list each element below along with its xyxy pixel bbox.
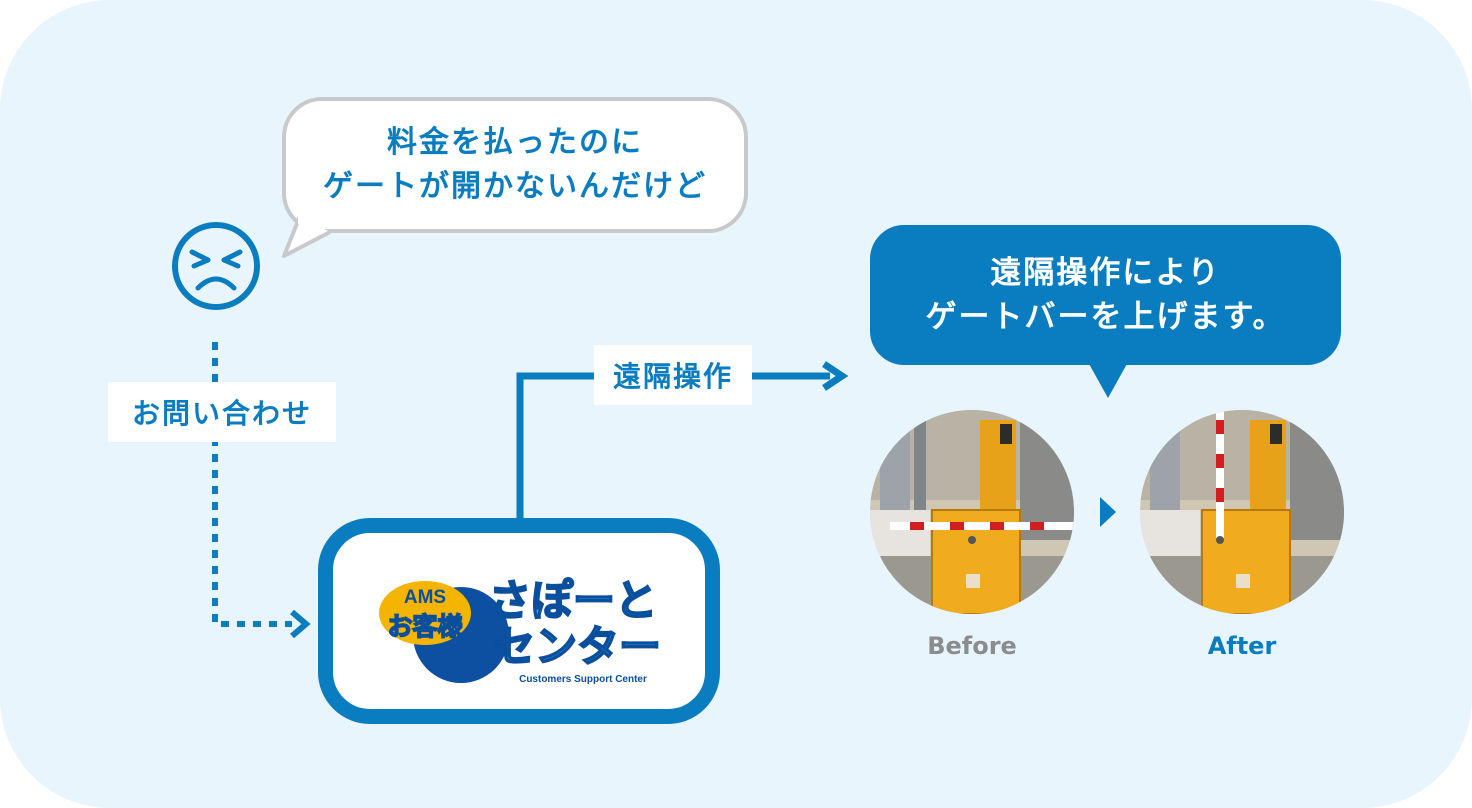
logo-okyakusama-text: お客様	[387, 612, 463, 641]
operator-speech-bubble: 遠隔操作により ゲートバーを上げます。	[870, 225, 1341, 365]
customer-message-line2: ゲートが開かないんだけど	[323, 169, 707, 204]
remote-operation-label: 遠隔操作	[594, 345, 752, 405]
logo-ams-text: AMS	[404, 587, 446, 608]
operator-bubble-tail	[1088, 362, 1128, 398]
logo-support-text: さぽーと	[489, 576, 657, 625]
angry-face-icon	[172, 222, 260, 310]
support-center-box: AMS お客様 さぽーと センター Customers Support Cent…	[318, 518, 720, 724]
before-gate-photo	[870, 410, 1074, 614]
customer-message-line1: 料金を払ったのに	[387, 125, 643, 160]
customer-bubble-tail	[282, 214, 338, 258]
inquiry-arrowhead	[290, 609, 311, 639]
support-center-logo: AMS お客様 さぽーと センター Customers Support Cent…	[379, 575, 662, 685]
logo-center-text: センター	[493, 622, 661, 671]
inquiry-label: お問い合わせ	[108, 382, 336, 442]
operator-message-line1: 遠隔操作により	[990, 255, 1221, 291]
triangle-right-icon	[1100, 497, 1116, 527]
after-caption: After	[1207, 632, 1277, 660]
logo-subtitle-text: Customers Support Center	[519, 674, 647, 685]
operator-message-line2: ゲートバーを上げます。	[925, 299, 1286, 335]
after-gate-photo	[1140, 410, 1344, 614]
arrow-right-icon	[822, 361, 849, 391]
before-caption: Before	[927, 632, 1017, 660]
customer-speech-bubble: 料金を払ったのに ゲートが開かないんだけど	[282, 97, 748, 233]
